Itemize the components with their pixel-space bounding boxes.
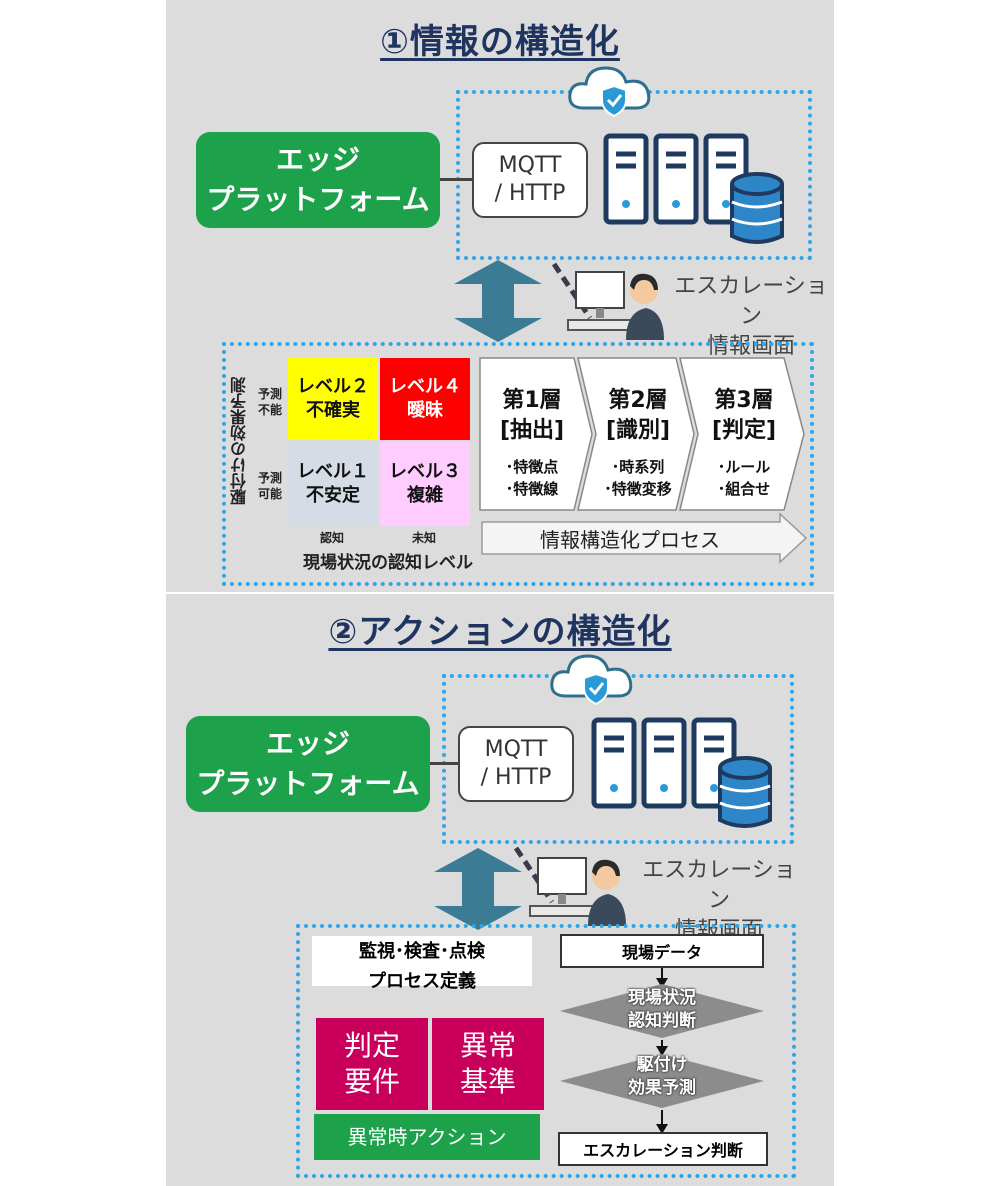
cell-level3-desc: 複雑 <box>407 485 443 506</box>
site-data-box: 現場データ <box>560 934 764 968</box>
layer-2-item2: ･特徴変移 <box>604 480 672 498</box>
decision-1-line1: 現場状況 <box>628 988 696 1008</box>
mqtt-http-box-2: MQTT / HTTP <box>458 726 574 802</box>
bidirectional-arrow-icon <box>454 260 542 342</box>
row-bottom-label-2: 可能 <box>257 487 282 501</box>
flow-connector-3 <box>661 1110 663 1128</box>
layer-2-subtitle: [識別] <box>605 418 671 443</box>
cell-level4-title: レベル４ <box>389 376 461 397</box>
cell-level2-desc: 不確実 <box>306 400 360 421</box>
edge-platform-line1: エッジ <box>275 143 360 176</box>
edge-platform-box-2: エッジ プラットフォーム <box>186 716 430 812</box>
process-arrow <box>481 512 808 564</box>
action-area-frame <box>296 924 796 1178</box>
structuring-area-frame <box>222 342 814 586</box>
edge-connector-line-2 <box>430 762 460 765</box>
decision-2-line1: 駆付け <box>636 1055 688 1075</box>
section-action-structuring: ②アクションの構造化 エッジ プラットフォーム MQTT / HTTP <box>166 594 834 1186</box>
decision-1-text: 現場状況 認知判断 <box>558 987 766 1033</box>
decision-diamond-1 <box>560 984 764 1038</box>
flow-arrowhead-1 <box>656 978 668 988</box>
server-database-icon-2 <box>591 717 772 828</box>
anomaly-line1: 異常 <box>459 1029 516 1062</box>
row-top-label-2: 不能 <box>257 403 282 417</box>
layer-3-subtitle: [判定] <box>711 418 777 443</box>
edge-platform-box: エッジ プラットフォーム <box>196 132 440 228</box>
decision-1-line2: 認知判断 <box>628 1011 696 1031</box>
cell-level3-title: レベル３ <box>389 461 461 482</box>
edge-platform-line2-2: プラットフォーム <box>196 767 420 800</box>
process-definition-line1: 監視･検査･点検 <box>359 941 485 962</box>
escalation-line1: エスカレーション <box>674 274 828 329</box>
mqtt-label-2: MQTT <box>484 737 548 762</box>
matrix-x-axis-label: 現場状況の認知レベル <box>303 553 473 573</box>
layer-2: 第2層 [識別] ･時系列 ･特徴変移 <box>588 386 688 500</box>
row-bottom-label: 予測 可能 <box>254 470 286 502</box>
matrix-cell-level4: レベル４ 曖昧 <box>380 358 470 440</box>
decision-2-text: 駆付け 効果予測 <box>558 1054 766 1100</box>
cell-level4-desc: 曖昧 <box>407 400 443 421</box>
decision-diamond-2 <box>560 1054 764 1108</box>
escalation-screen-label: エスカレーション 情報画面 <box>666 272 836 362</box>
server-database-icon <box>603 133 784 244</box>
layer-3-item1: ･ルール <box>717 458 771 476</box>
col-left-label: 認知 <box>319 531 344 545</box>
cell-level2-title: レベル２ <box>297 376 369 397</box>
edge-connector-line <box>440 178 476 181</box>
layer-1-item2: ･特徴線 <box>505 480 559 498</box>
flow-arrowhead-3 <box>656 1124 668 1134</box>
escalation-decision-box: エスカレーション判断 <box>558 1132 768 1166</box>
http-label: / HTTP <box>494 181 566 206</box>
escalation-line1-2: エスカレーション <box>642 858 796 913</box>
operator-at-computer-icon-2 <box>529 857 626 926</box>
layer-chevrons <box>479 357 805 511</box>
operator-at-computer-icon <box>567 271 664 340</box>
http-label-2: / HTTP <box>480 765 552 790</box>
edge-platform-line2: プラットフォーム <box>206 183 430 216</box>
layer-1-title: 第1層 <box>502 388 562 413</box>
layer-3: 第3層 [判定] ･ルール ･組合せ <box>694 386 794 500</box>
layer-2-title: 第2層 <box>608 388 668 413</box>
process-label: 情報構造化プロセス <box>540 528 720 552</box>
layer-1-item1: ･特徴点 <box>505 458 559 476</box>
layer-1-subtitle: [抽出] <box>499 418 565 443</box>
judgement-requirements-box: 判定 要件 <box>316 1018 428 1110</box>
section2-title: ②アクションの構造化 <box>328 612 672 652</box>
anomaly-action-box: 異常時アクション <box>314 1114 540 1160</box>
judgement-line2: 要件 <box>343 1065 400 1098</box>
flow-connector-2 <box>661 1040 663 1050</box>
cell-level1-desc: 不安定 <box>306 485 360 506</box>
flow-arrowhead-2 <box>656 1046 668 1056</box>
layer-3-title: 第3層 <box>714 388 774 413</box>
section-information-structuring: ①情報の構造化 エッジ プラットフォーム MQTT / HTTP <box>166 0 834 592</box>
mqtt-http-box: MQTT / HTTP <box>472 142 588 218</box>
layer-2-item1: ･時系列 <box>611 458 665 476</box>
layer-1: 第1層 [抽出] ･特徴点 ･特徴線 <box>484 386 580 500</box>
section1-title: ①情報の構造化 <box>380 22 620 62</box>
cloud-shield-icon <box>568 66 651 118</box>
anomaly-line2: 基準 <box>459 1065 516 1098</box>
anomaly-criteria-box: 異常 基準 <box>432 1018 544 1110</box>
process-definition-line2: プロセス定義 <box>368 971 476 992</box>
edge-platform-line1-2: エッジ <box>265 727 350 760</box>
row-top-label: 予測 不能 <box>254 386 286 418</box>
judgement-line1: 判定 <box>343 1029 400 1062</box>
flow-connector-1 <box>661 968 663 982</box>
matrix-cell-level1: レベル１ 不安定 <box>288 442 378 526</box>
mqtt-label: MQTT <box>498 153 562 178</box>
col-right-label: 未知 <box>411 531 436 545</box>
escalation-line2: 情報画面 <box>706 334 795 359</box>
row-bottom-label-1: 予測 <box>257 471 282 485</box>
layer-3-item2: ･組合せ <box>717 480 771 498</box>
matrix-cell-level2: レベル２ 不確実 <box>288 358 378 440</box>
cell-level1-title: レベル１ <box>297 461 369 482</box>
cloud-shield-icon-2 <box>550 654 633 706</box>
process-definition-box: 監視･検査･点検 <box>312 936 532 986</box>
matrix-cell-level3: レベル３ 複雑 <box>380 442 470 526</box>
decision-2-line2: 効果予測 <box>628 1078 696 1098</box>
row-top-label-1: 予測 <box>257 387 282 401</box>
bidirectional-arrow-icon-2 <box>434 848 522 930</box>
matrix-y-axis-label: 駆付けの効果予測 <box>230 377 249 505</box>
